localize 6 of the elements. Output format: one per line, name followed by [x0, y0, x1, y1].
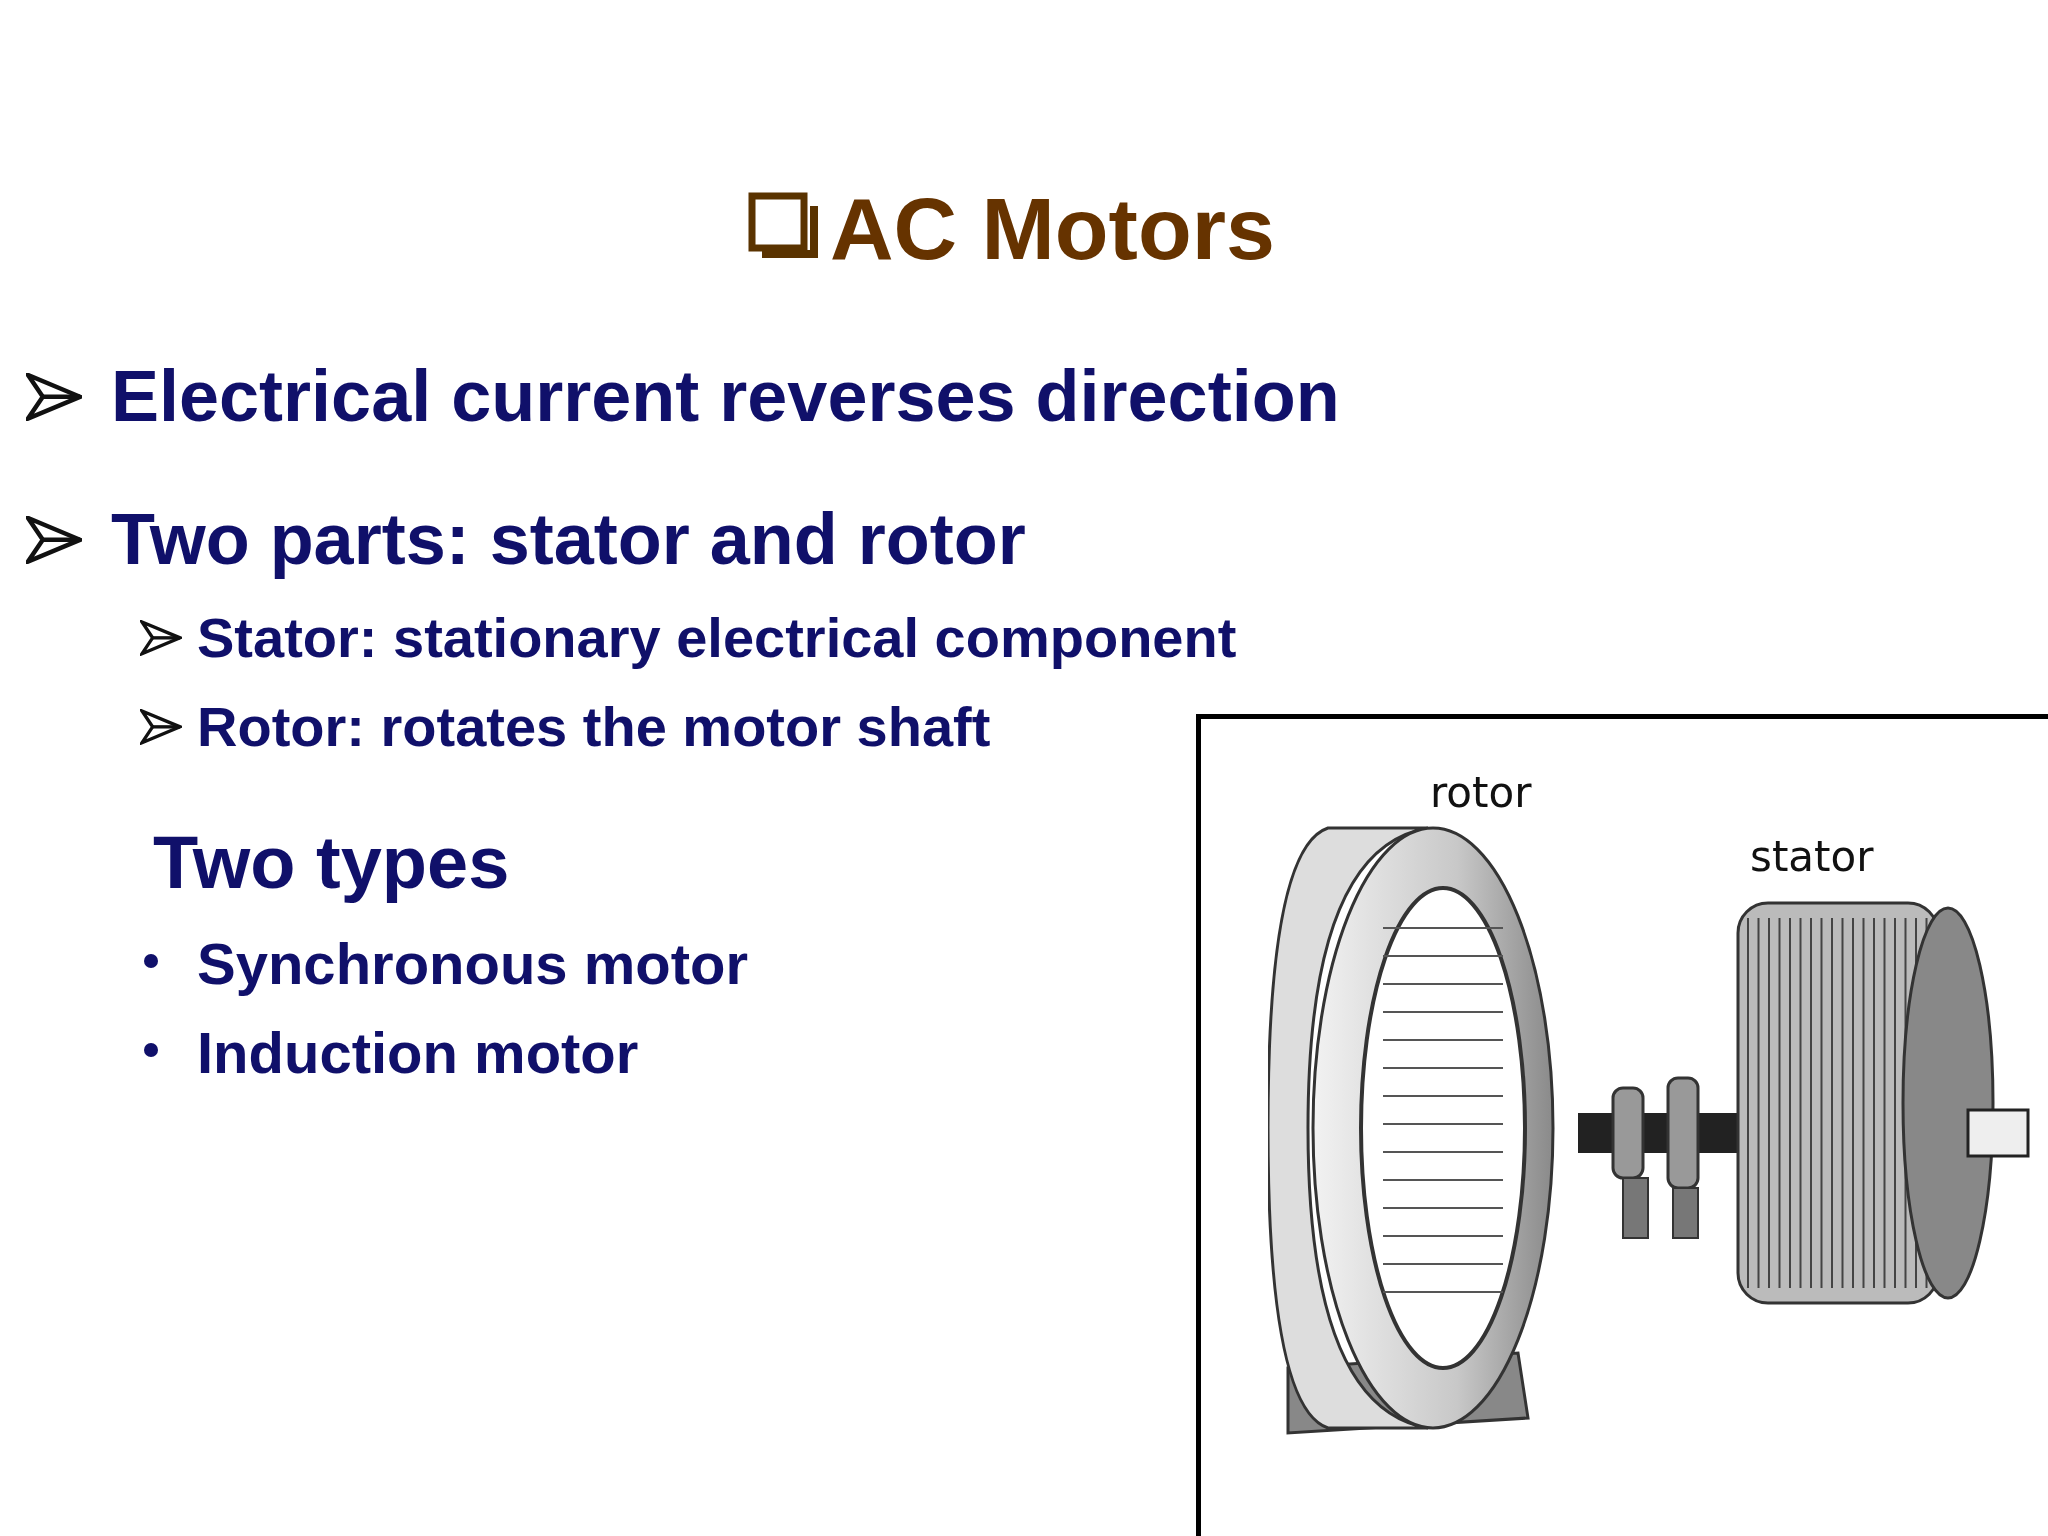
sub-bullet-text: Rotor: rotates the motor shaft: [197, 699, 991, 755]
slide-title: AC Motors: [830, 185, 1275, 273]
part-label: rotor: [1430, 772, 1532, 814]
part-label: stator: [1750, 836, 1874, 878]
bullet-text: Induction motor: [197, 1024, 639, 1082]
bullet-text: Electrical current reverses direction: [111, 360, 1340, 432]
